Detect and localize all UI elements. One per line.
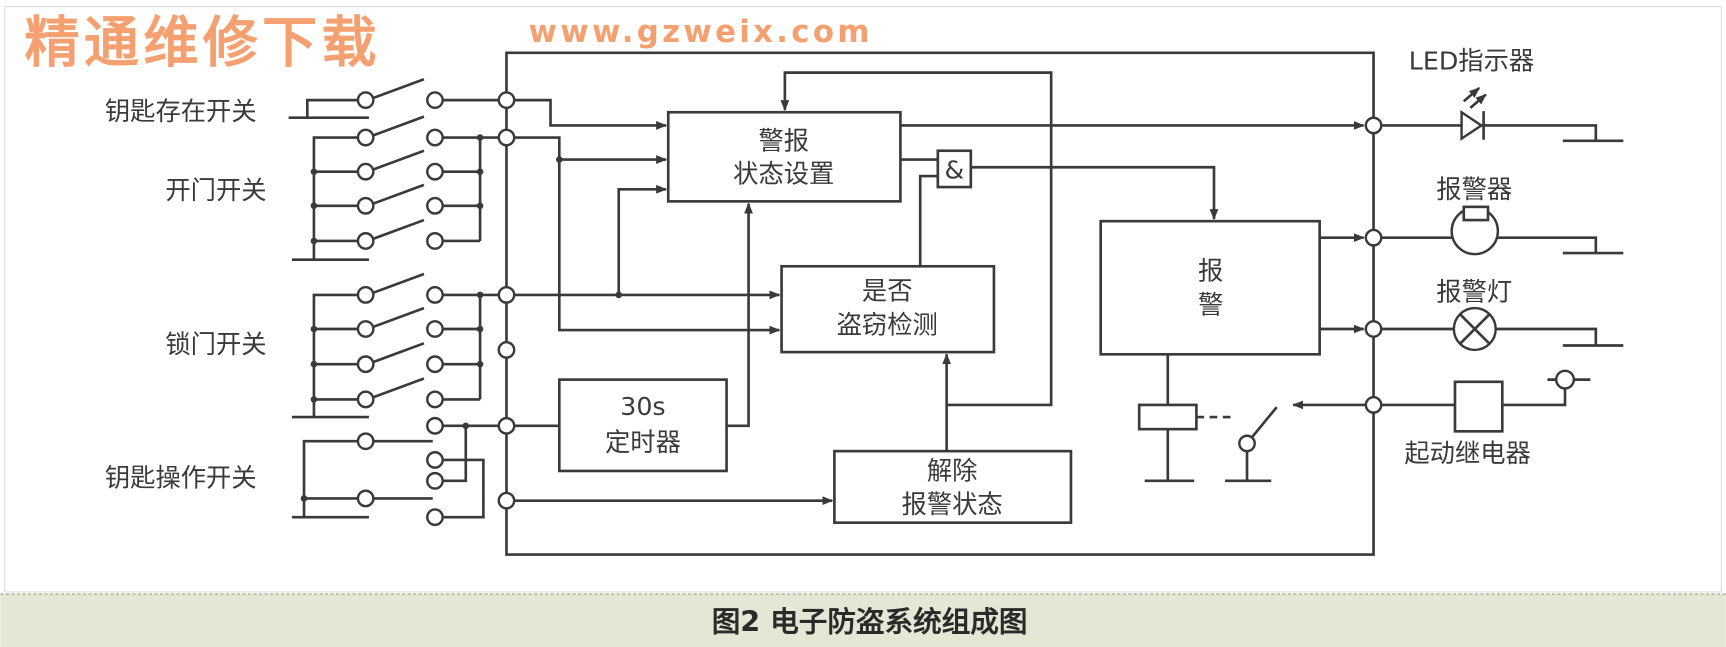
led-indicator: LED指示器 xyxy=(1381,46,1624,143)
bus-frame xyxy=(505,51,1375,556)
theft-detection-block: 是否 盗窃检测 xyxy=(780,264,996,354)
led-label: LED指示器 xyxy=(1409,46,1534,75)
bus-nodes xyxy=(497,91,1383,510)
internal-wiring xyxy=(514,71,1365,506)
key-operation-switch xyxy=(291,416,499,527)
label-key-operation-switch: 钥匙操作开关 xyxy=(105,463,257,492)
starter-relay-label: 起动继电器 xyxy=(1404,439,1531,468)
release-alarm-block: 解除 报警状态 xyxy=(833,449,1073,524)
alarm-line-1: 报 xyxy=(1198,256,1223,285)
alarm-lamp: 报警灯 xyxy=(1381,277,1624,352)
figure-frame xyxy=(4,6,1722,593)
and-gate: & xyxy=(936,149,973,189)
lock-door-switches xyxy=(291,272,499,419)
label-lock-door-switch: 锁门开关 xyxy=(165,330,266,359)
lamp-label: 报警灯 xyxy=(1436,277,1512,306)
label-open-door-switch: 开门开关 xyxy=(165,176,266,205)
relay-switch xyxy=(1137,354,1366,483)
release-line-1: 解除 xyxy=(927,457,978,486)
diode-icon xyxy=(1460,109,1484,141)
theft-detect-line-2: 盗窃检测 xyxy=(837,310,938,339)
release-line-2: 报警状态 xyxy=(902,490,1003,519)
timer-line-2: 定时器 xyxy=(605,428,681,457)
alarm-setting-line-2: 状态设置 xyxy=(733,160,834,189)
and-gate-symbol: & xyxy=(944,155,964,184)
label-key-presence-switch: 钥匙存在开关 xyxy=(105,97,257,126)
alarm-block: 报 警 xyxy=(1099,219,1321,356)
watermark-title: 精通维修下载 xyxy=(25,11,381,75)
buzzer: 报警器 xyxy=(1381,175,1624,256)
starter-relay: 起动继电器 xyxy=(1381,369,1591,468)
alarm-setting-line-1: 警报 xyxy=(758,127,809,156)
watermark-url: www.gzweix.com xyxy=(528,14,872,50)
alarm-state-setting-block: 警报 状态设置 xyxy=(666,110,902,203)
timer-block: 30s 定时器 xyxy=(557,378,728,473)
caption-band xyxy=(0,594,1726,647)
timer-line-1: 30s xyxy=(620,392,665,421)
alarm-line-2: 警 xyxy=(1198,291,1223,320)
theft-detect-line-1: 是否 xyxy=(862,276,913,305)
figure-caption: 图2 电子防盗系统组成图 xyxy=(712,605,1028,639)
buzzer-label: 报警器 xyxy=(1436,175,1512,204)
key-presence-switch xyxy=(288,77,499,120)
open-door-switches xyxy=(291,115,499,262)
